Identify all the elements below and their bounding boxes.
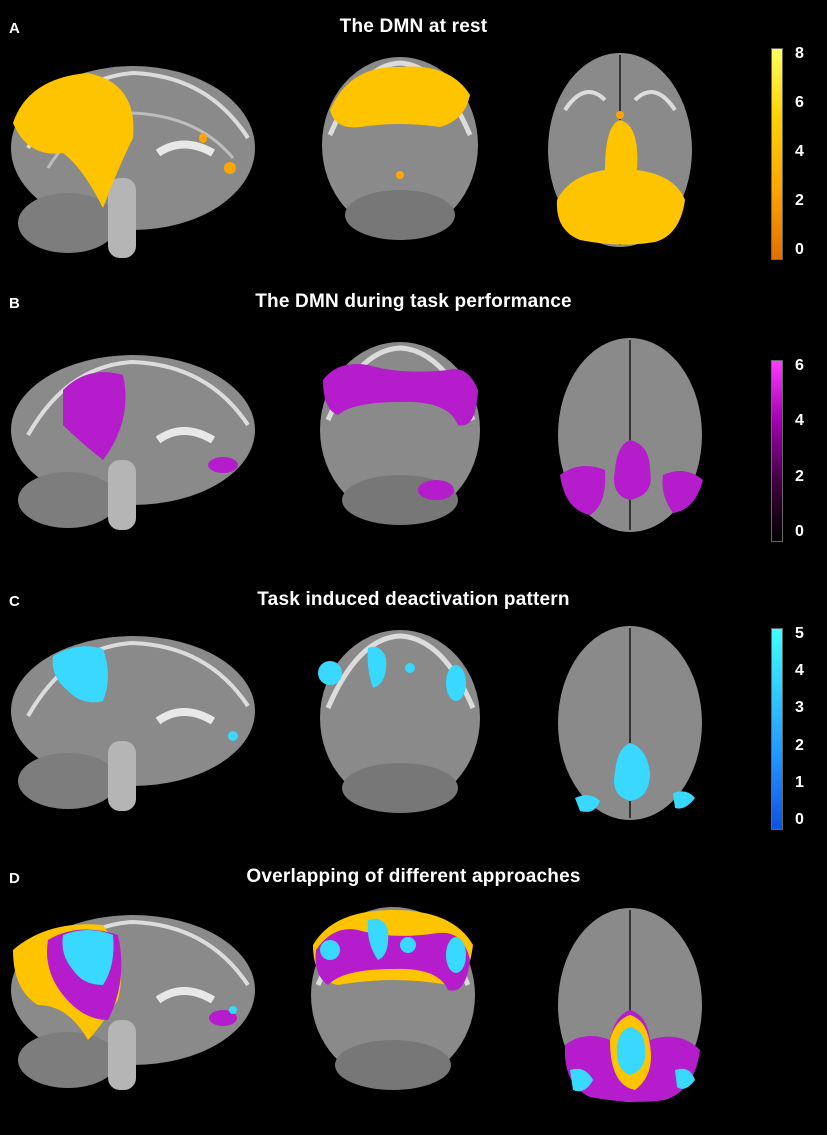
colorbar-tick-label: 3: [795, 699, 804, 717]
panel-letter: B: [9, 295, 20, 312]
panel-title: Task induced deactivation pattern: [257, 589, 570, 610]
colorbar: [771, 628, 783, 830]
coronal-brain-slice: [320, 342, 480, 525]
panel-letter: D: [9, 870, 20, 887]
panel-d: D Overlapping of different approaches: [0, 866, 827, 1115]
sagittal-brain-slice: [11, 915, 255, 1090]
brain-views: [0, 905, 827, 1135]
sagittal-brain-slice: [11, 355, 255, 530]
panel-b: B The DMN during task performance 6 4 2 0: [0, 291, 827, 555]
brain-views: [0, 623, 827, 853]
axial-brain-slice: [548, 53, 692, 247]
panel-title: Overlapping of different approaches: [246, 866, 581, 887]
panel-letter: A: [9, 20, 20, 37]
colorbar-tick-label: 4: [795, 143, 804, 160]
panel-title: The DMN at rest: [339, 16, 488, 37]
colorbar-tick-label: 2: [795, 192, 804, 209]
panel-letter: C: [9, 593, 20, 610]
colorbar-tick-label: 1: [795, 773, 804, 791]
panel-title: The DMN during task performance: [255, 291, 572, 312]
colorbar-tick-label: 2: [795, 467, 804, 485]
colorbar-tick-label: 6: [795, 94, 804, 111]
coronal-brain-slice: [322, 57, 478, 240]
colorbar: [771, 360, 783, 542]
axial-brain-slice: [558, 338, 703, 532]
axial-brain-slice: [558, 908, 702, 1102]
panel-a: A The DMN at rest 8 6 4 2 0: [0, 16, 827, 260]
panel-c: C Task induced deactivation pattern: [0, 589, 827, 848]
colorbar-tick-label: 0: [795, 523, 804, 540]
colorbar-tick-label: 4: [795, 412, 804, 430]
colorbar-tick-label: 4: [795, 662, 804, 680]
colorbar-tick-label: 6: [795, 357, 804, 374]
colorbar-tick-label: 0: [795, 811, 804, 828]
sagittal-brain-slice: [11, 636, 255, 811]
colorbar-tick-label: 5: [795, 625, 804, 642]
colorbar: [771, 48, 783, 260]
colorbar-tick-label: 2: [795, 736, 804, 754]
brain-views: [0, 50, 827, 280]
axial-brain-slice: [558, 626, 702, 820]
sagittal-brain-slice: [11, 66, 255, 258]
colorbar-tick-label: 0: [795, 241, 804, 258]
coronal-brain-slice: [318, 630, 480, 813]
brain-views: [0, 335, 827, 565]
colorbar-tick-label: 8: [795, 45, 804, 62]
coronal-brain-slice: [311, 907, 475, 1090]
